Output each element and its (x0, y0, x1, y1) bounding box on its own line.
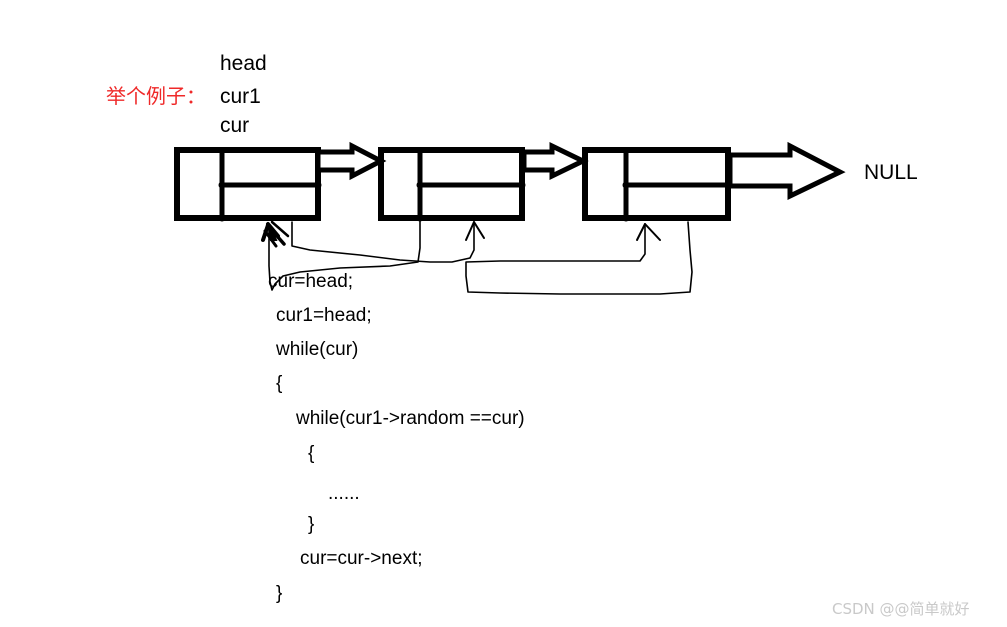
node-2-random-label: random (426, 195, 494, 217)
node-1-random-label: random (230, 195, 298, 217)
code-line: } (308, 514, 315, 535)
null-terminator-label: NULL (864, 161, 918, 184)
example-label: 举个例子： (106, 84, 206, 108)
node-3-value: 3 (597, 171, 609, 193)
code-line: cur=head; (268, 271, 354, 292)
code-line: cur1=head; (276, 305, 372, 326)
random-arrow-3-to-3 (465, 221, 693, 295)
node-1-next-label: next (230, 160, 268, 182)
cur1-pointer-label: cur1 (220, 85, 261, 108)
code-line: { (308, 443, 315, 464)
node-2-next-label: next (428, 160, 466, 182)
code-line: while(cur1->random ==cur) (296, 408, 525, 429)
random-arrow-1-to-2 (291, 221, 485, 263)
code-line: while(cur) (276, 339, 359, 360)
head-pointer-label: head (220, 52, 267, 75)
next-arrow-2-to-3-icon (521, 142, 589, 180)
node-3-random-label: random (633, 195, 701, 217)
next-arrow-1-to-2-icon (315, 141, 387, 181)
node-1-value: 1 (199, 171, 211, 193)
code-line: ...... (328, 483, 360, 504)
code-line: } (276, 583, 283, 604)
code-line: cur=cur->next; (300, 548, 423, 569)
code-line: { (276, 373, 283, 394)
node-2-value: 2 (393, 171, 405, 193)
next-arrow-3-to-null-icon (727, 141, 846, 200)
cur-pointer-label: cur (220, 114, 250, 137)
csdn-watermark: CSDN @@简单就好 (832, 600, 970, 618)
node-3-next-label: next (635, 160, 673, 182)
